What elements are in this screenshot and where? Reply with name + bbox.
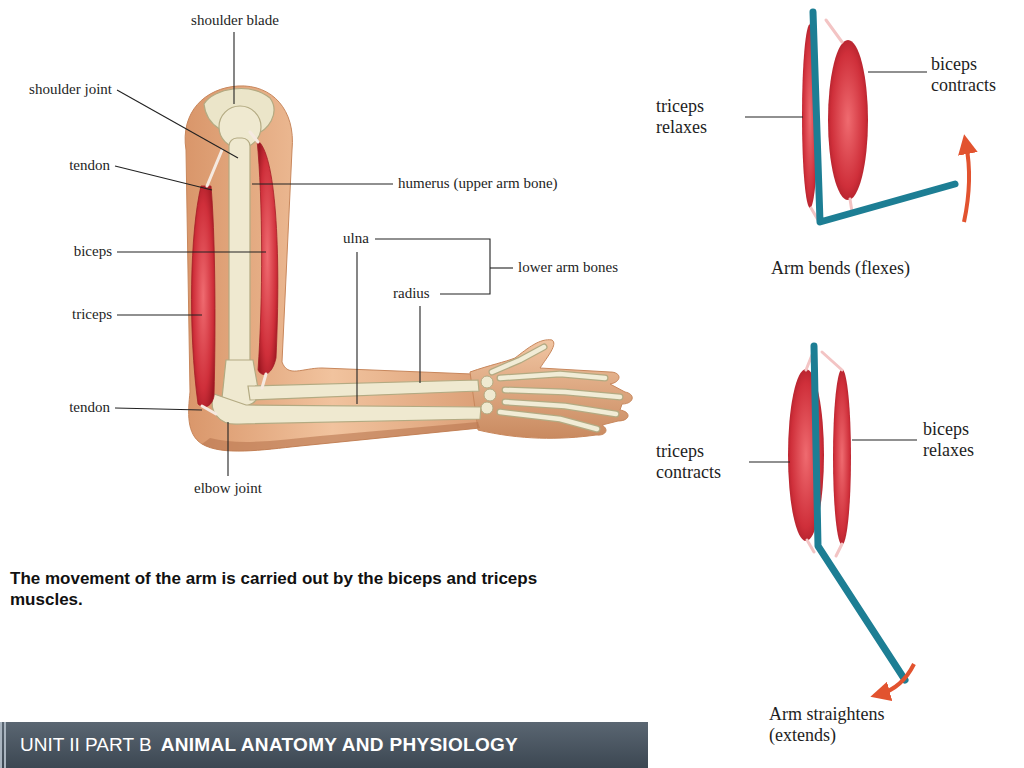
- leader-line: [117, 251, 266, 252]
- tendon: [822, 352, 842, 370]
- part-label: shoulder joint: [28, 81, 113, 98]
- tendon: [836, 544, 842, 556]
- group-label: lower arm bones: [517, 259, 619, 276]
- part-label: tendon: [68, 157, 111, 174]
- leader-line: [117, 314, 202, 315]
- finger-bone: [500, 374, 605, 378]
- muscle-state-label: biceps contracts: [930, 54, 1020, 95]
- leader-line: [748, 461, 790, 462]
- caption: The movement of the arm is carried out b…: [10, 568, 575, 611]
- finger-bone: [505, 402, 616, 414]
- tendons: [202, 132, 266, 414]
- tendon: [807, 540, 814, 552]
- thumb-bone: [492, 347, 544, 372]
- tendon: [207, 150, 222, 186]
- thumb-bone: [492, 347, 544, 372]
- biceps-muscle: [257, 140, 278, 374]
- part-label: elbow joint: [193, 480, 263, 497]
- leader-lines: [115, 32, 513, 476]
- arm-shadow: [202, 422, 480, 451]
- carpal: [481, 402, 493, 414]
- leader-line: [233, 32, 234, 104]
- footer-band: UNIT II PART B ANIMAL ANATOMY AND PHYSIOL…: [0, 722, 648, 768]
- leader-line: [115, 408, 202, 410]
- triceps-muscle: [192, 186, 215, 407]
- finger-bone: [500, 412, 597, 429]
- part-label: triceps: [71, 306, 113, 323]
- leader-lines: [742, 72, 927, 462]
- carpal: [484, 389, 496, 401]
- tendon: [826, 20, 842, 42]
- muscle-state-label: triceps contracts: [655, 441, 749, 482]
- course-title: ANIMAL ANATOMY AND PHYSIOLOGY: [161, 734, 518, 756]
- part-label: shoulder blade: [190, 12, 280, 29]
- hand-bones-outline: [492, 347, 620, 429]
- finger-bone: [500, 412, 597, 429]
- tendon: [250, 132, 258, 142]
- movement-label: Arm bends (flexes): [770, 258, 911, 279]
- leader-line: [868, 71, 927, 72]
- motion-arrow: [880, 664, 914, 694]
- part-label: biceps: [73, 243, 113, 260]
- biceps-relaxed: [833, 369, 851, 545]
- unit-label: UNIT II PART B: [20, 734, 152, 756]
- bone-model: [814, 346, 905, 680]
- bracket-leader: [490, 267, 513, 268]
- biceps-contracted: [828, 40, 868, 200]
- hand-skin: [470, 340, 632, 439]
- finger-bone: [505, 390, 620, 397]
- finger-bone: [505, 390, 620, 397]
- part-label: humerus (upper arm bone): [397, 175, 559, 192]
- leader-line: [252, 183, 393, 184]
- radius-bone: [248, 380, 479, 400]
- muscle-state-label: triceps relaxes: [655, 96, 745, 137]
- leader-line: [742, 116, 803, 117]
- leader-line: [356, 252, 357, 404]
- tendon: [262, 374, 266, 388]
- tendon: [202, 406, 216, 414]
- leader-line: [419, 306, 420, 383]
- leader-line: [227, 422, 228, 476]
- leader-line: [852, 439, 917, 440]
- wrist-bones: [481, 376, 496, 414]
- part-label: radius: [392, 285, 431, 302]
- arm-skin: [185, 86, 480, 451]
- leader-line: [115, 166, 212, 190]
- ulna-bone: [212, 394, 481, 424]
- part-label: tendon: [68, 399, 111, 416]
- part-label: ulna: [342, 230, 370, 247]
- carpal: [481, 376, 493, 388]
- finger-bone: [500, 374, 605, 378]
- humerus-shaft: [229, 138, 250, 374]
- motion-arrow: [964, 144, 969, 222]
- hand-bones: [492, 347, 620, 429]
- leader-line: [117, 90, 238, 158]
- movement-label: Arm straightens (extends): [768, 704, 920, 745]
- bone-model: [813, 12, 955, 222]
- muscle-state-label: biceps relaxes: [922, 419, 1012, 460]
